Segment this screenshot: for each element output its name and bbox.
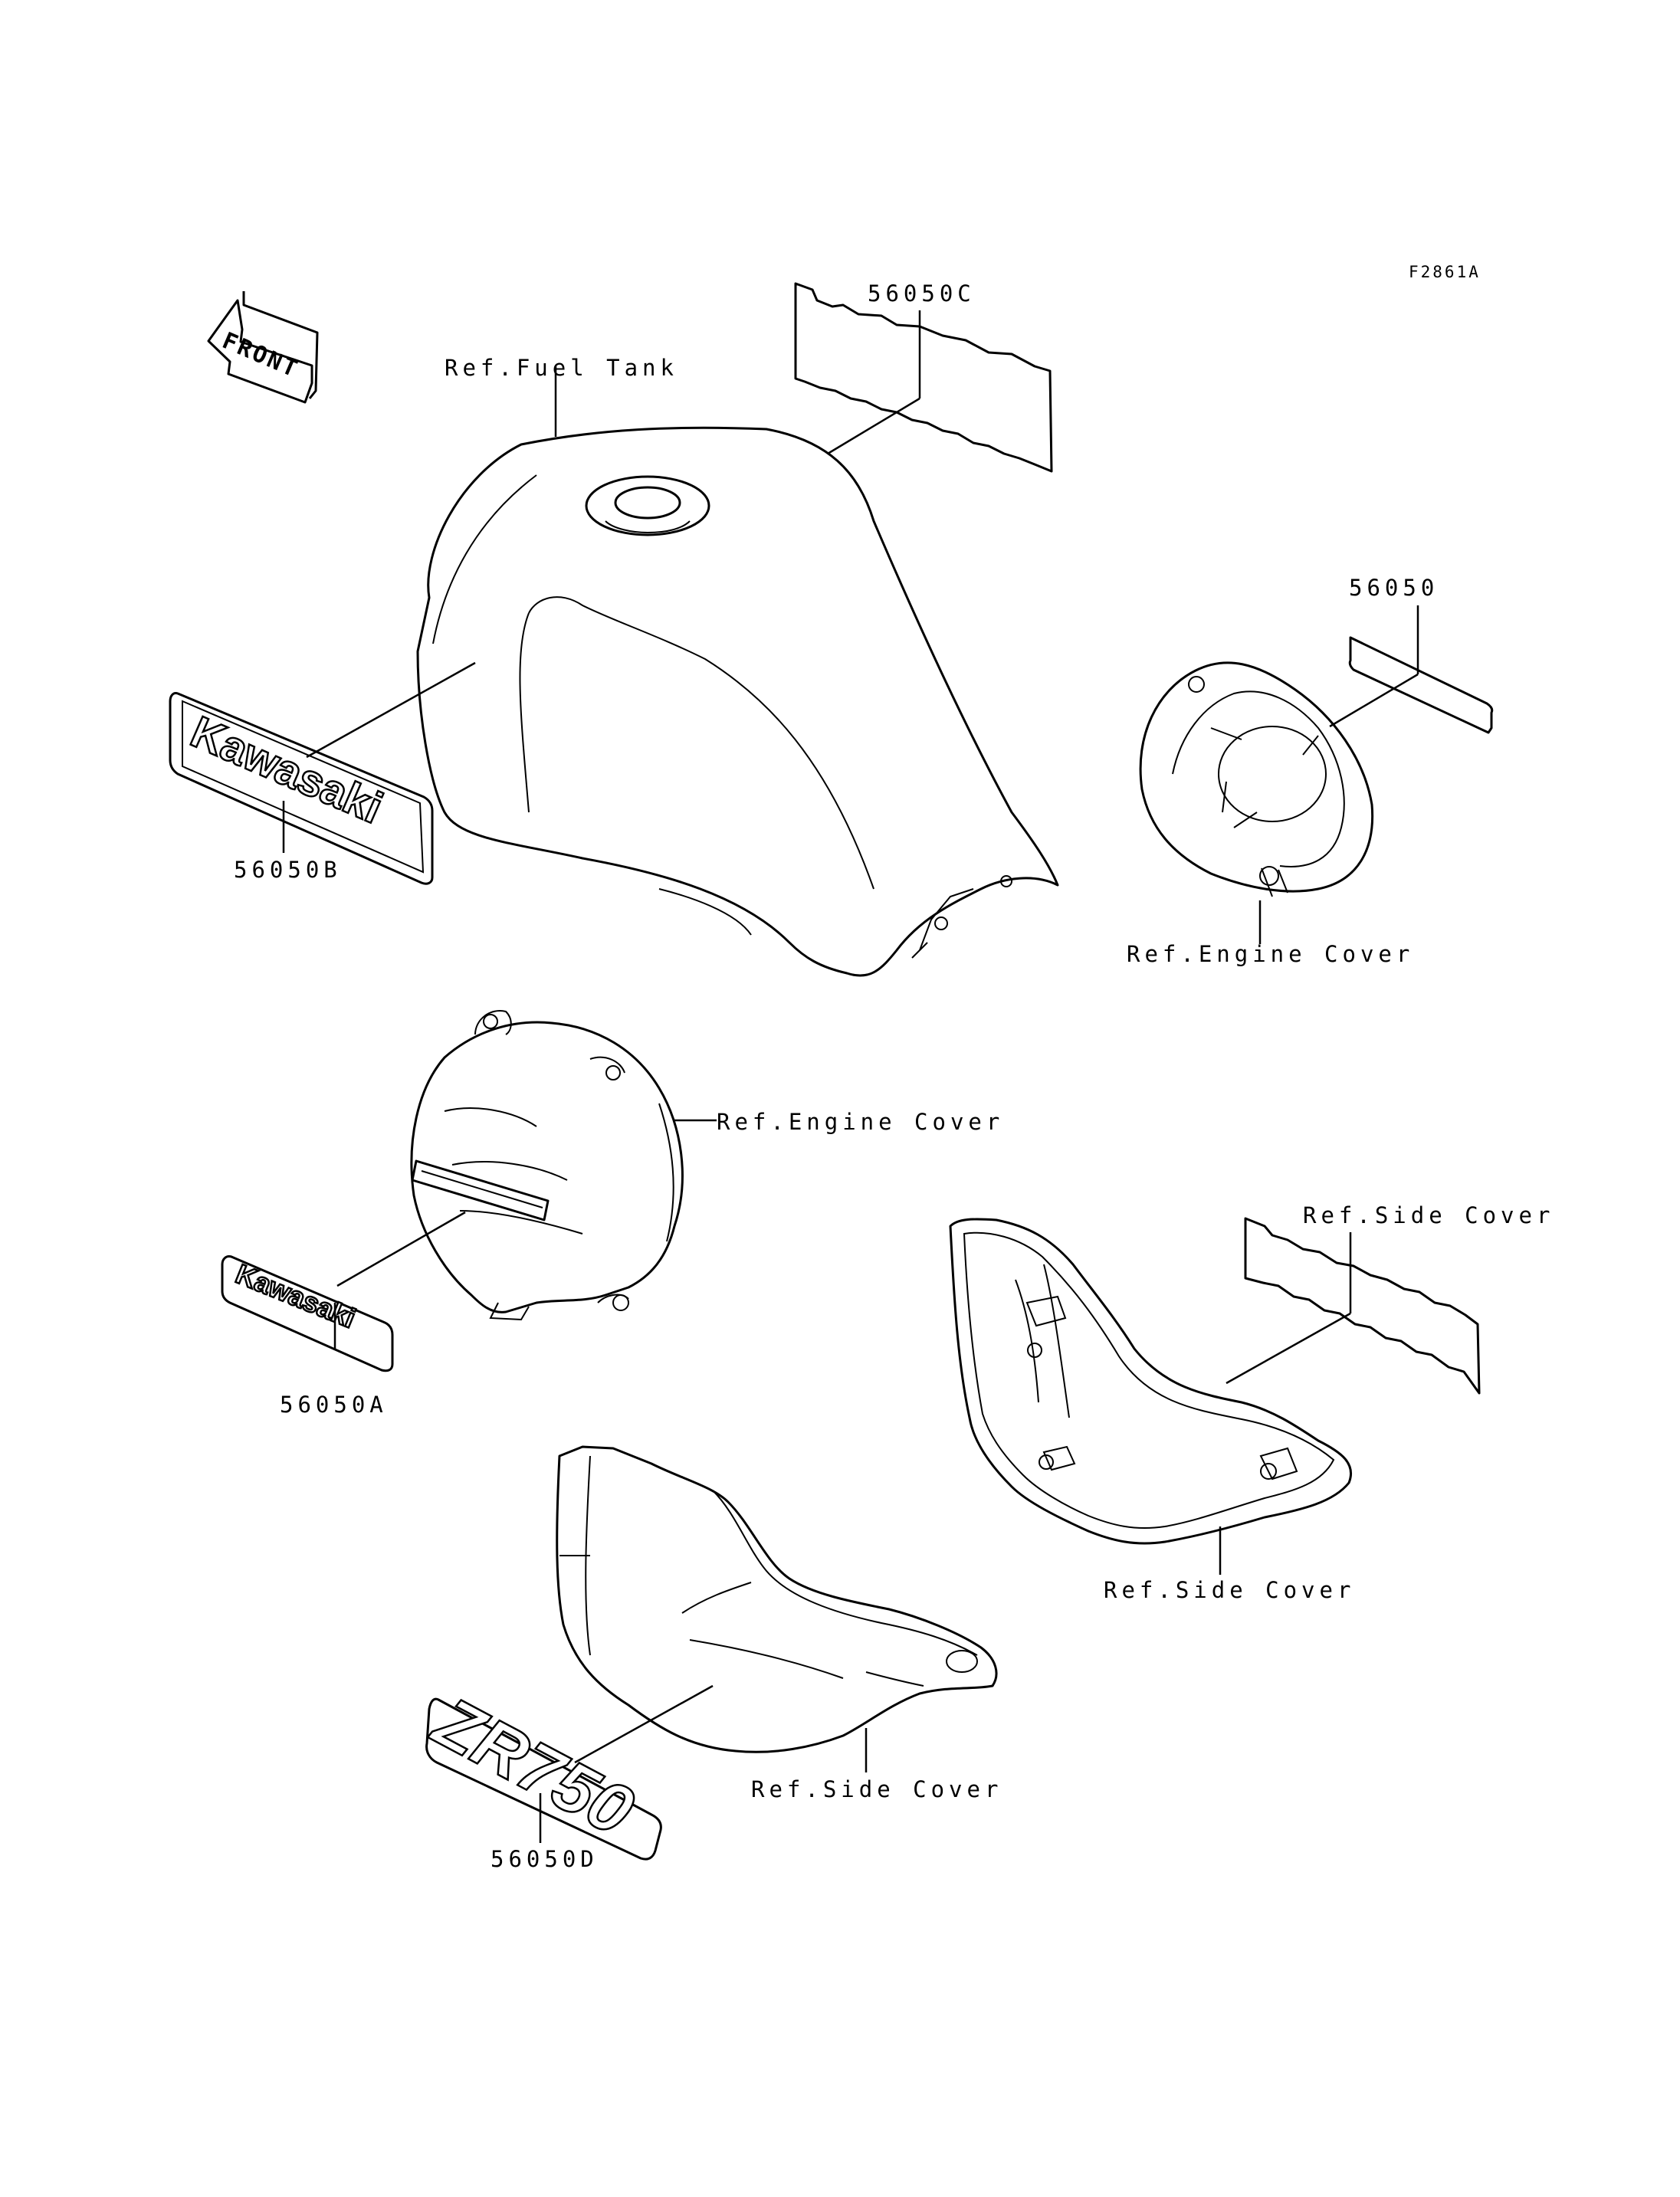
label-56050b: 56050B xyxy=(234,857,342,883)
label-56050e: Ref.Side Cover xyxy=(1303,1202,1554,1228)
label-56050a: 56050A xyxy=(280,1392,388,1418)
emblem-56050b: Kawasaki xyxy=(169,692,434,885)
label-ref-fuel-tank: Ref.Fuel Tank xyxy=(445,355,678,381)
front-arrow-icon: FRONT xyxy=(207,291,319,404)
decal-56050c xyxy=(794,282,1053,473)
figure-id: F2861A xyxy=(1409,263,1481,281)
label-56050c: 56050C xyxy=(868,280,976,307)
fuel-tank-drawing xyxy=(416,426,1059,977)
label-ref-engine-cover-right: Ref.Engine Cover xyxy=(1127,941,1414,967)
side-cover-right-drawing xyxy=(949,1218,1353,1545)
label-ref-side-cover-left: Ref.Side Cover xyxy=(751,1776,1002,1802)
label-ref-side-cover-right: Ref.Side Cover xyxy=(1104,1577,1355,1603)
emblem-d-text: ZR750 xyxy=(420,1681,645,1851)
leader-56050-cover xyxy=(1329,673,1419,728)
label-56050d: 56050D xyxy=(491,1846,599,1872)
engine-cover-right-drawing xyxy=(1139,661,1374,897)
leader-56050e-cover xyxy=(1226,1312,1351,1385)
emblem-56050a: Kawasaki xyxy=(221,1255,394,1372)
label-56050: 56050 xyxy=(1349,575,1439,601)
side-cover-left-drawing xyxy=(556,1445,998,1753)
label-ref-engine-cover-left: Ref.Engine Cover xyxy=(717,1109,1004,1135)
leader-56050b-tank xyxy=(306,661,476,759)
engine-cover-left-drawing xyxy=(410,1010,684,1321)
leader-56050a-cover xyxy=(336,1211,466,1287)
leader-56050d-cover xyxy=(574,1684,714,1764)
decal-56050 xyxy=(1348,636,1494,734)
decal-56050e xyxy=(1244,1217,1481,1395)
leader-56050c-tank xyxy=(827,397,920,455)
emblem-a-text: Kawasaki xyxy=(231,1258,360,1333)
